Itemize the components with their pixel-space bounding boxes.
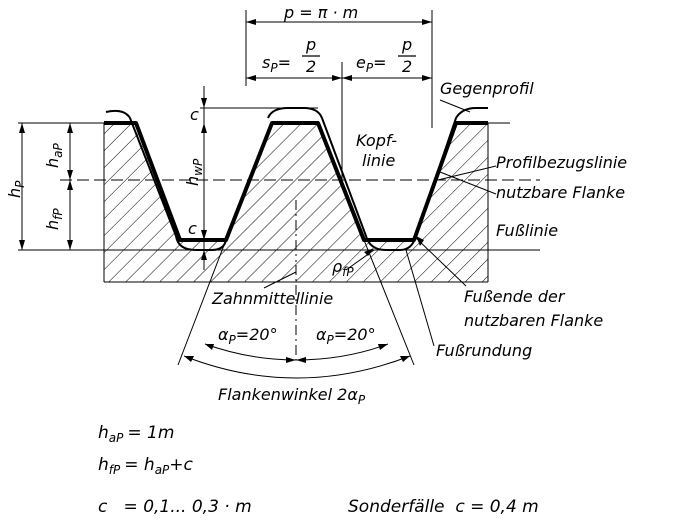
formula-hap: haP= 1m: [98, 423, 174, 445]
sp-frac-den: 2: [306, 57, 316, 76]
arrow: [67, 170, 73, 180]
arrow: [19, 123, 25, 133]
flankenwinkel-label: Flankenwinkel 2αP: [218, 385, 366, 407]
ep-frac-num: p: [401, 35, 412, 54]
arrow: [286, 357, 296, 363]
arrow: [296, 357, 306, 363]
arrow: [201, 250, 207, 260]
pitch-label: p = π · m: [283, 3, 358, 22]
hap-label: haP: [43, 143, 65, 168]
formula-c: c = 0,1... 0,3 · m: [98, 497, 252, 517]
arrow: [201, 230, 207, 240]
sp-label: sP=: [262, 53, 291, 75]
formula-hfp: hfP= haP+c: [98, 455, 194, 477]
arrow: [184, 356, 194, 362]
c-bottom-label: c: [188, 219, 197, 238]
arrow: [67, 123, 73, 133]
alpha-arc-right: [295, 343, 389, 361]
arrow: [67, 240, 73, 250]
arrow: [378, 344, 388, 350]
fusslinie-label: Fußlinie: [496, 221, 558, 240]
hwp-label: hwP: [183, 158, 205, 186]
fussende-label-2: nutzbaren Flanke: [464, 311, 603, 330]
arrow: [364, 248, 374, 256]
arrow: [416, 236, 424, 246]
flank-angle-arc: [183, 355, 411, 379]
arrow: [67, 180, 73, 190]
fussende-label-1: Fußende der: [464, 287, 566, 306]
arrow: [246, 75, 256, 81]
arrow: [422, 75, 432, 81]
rho-label: ρfP: [332, 257, 354, 279]
formula-sonderfaelle: Sonderfälle c = 0,4 m: [348, 497, 539, 517]
arrow: [342, 75, 352, 81]
leader-zahnmittellinie: [263, 271, 297, 289]
alpha-right-label: αP=20°: [316, 325, 376, 347]
leader-profilbezugslinie: [437, 165, 497, 181]
sp-frac-num: p: [305, 35, 316, 54]
arrow: [205, 344, 214, 350]
hp-label: hP: [5, 180, 27, 198]
profilbezugslinie-label: Profilbezugslinie: [496, 153, 627, 172]
gegenprofil-label: Gegenprofil: [440, 79, 534, 98]
arrow: [19, 240, 25, 250]
arrow: [201, 123, 207, 133]
flank-ext-left: [177, 239, 227, 366]
flank-ext-right: [363, 239, 415, 366]
leader-gegenprofil: [439, 99, 471, 113]
arrow: [422, 19, 432, 25]
leader-fussende: [415, 237, 467, 287]
alpha-arc-left: [204, 343, 297, 361]
ep-frac-den: 2: [402, 57, 412, 76]
leader-nutzbare-flanke: [439, 171, 497, 195]
arrow: [332, 75, 342, 81]
hfp-label: hfP: [43, 208, 65, 230]
kopflinie-label-1: Kopf-: [356, 131, 397, 150]
c-top-label: c: [190, 105, 199, 124]
fussrundung-label: Fußrundung: [436, 341, 532, 360]
arrow: [201, 98, 207, 108]
ep-label: eP=: [356, 53, 387, 75]
arrow: [400, 356, 410, 362]
alpha-left-label: αP=20°: [218, 325, 278, 347]
arrow: [246, 19, 256, 25]
nutzbare-flanke-label: nutzbare Flanke: [496, 183, 625, 202]
leader-fussrundung: [405, 249, 435, 347]
kopflinie-label-2: linie: [362, 151, 395, 170]
zahnmittellinie-label: Zahnmittellinie: [211, 289, 333, 308]
